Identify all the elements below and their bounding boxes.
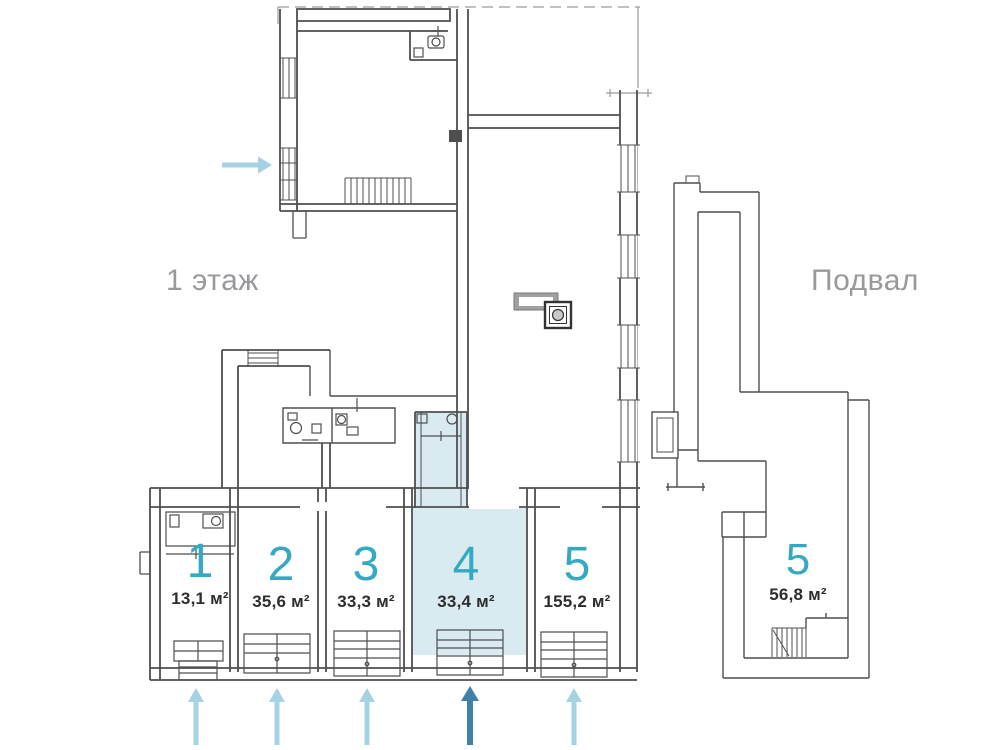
room-5-label: 5 155,2 м²	[543, 541, 610, 612]
side-entrance-arrow-right	[222, 156, 272, 174]
room-5-number: 5	[563, 538, 591, 591]
staircase-basement	[771, 627, 807, 657]
basement-room-5-area: 56,8 м²	[769, 585, 827, 604]
basement-label: Подвал	[811, 264, 919, 297]
entrance-arrow-room-4-selected	[461, 686, 479, 745]
staircase-floor1	[344, 177, 412, 204]
boundary-lines	[277, 6, 652, 97]
entrance-arrow-room-2	[269, 688, 285, 745]
room-3-label: 3 33,3 м²	[337, 541, 394, 612]
room-1-area: 13,1 м²	[171, 589, 229, 608]
entrance-arrows-light	[188, 156, 582, 745]
basement-room-5-number: 5	[785, 535, 811, 584]
entrance-steps	[173, 629, 608, 681]
room-4-number: 4	[452, 538, 480, 591]
basement-room-5-label: 5 56,8 м²	[769, 538, 826, 605]
room-4-region-highlight	[412, 412, 527, 655]
room-2-number: 2	[267, 538, 295, 591]
plumbing-fixtures	[165, 26, 461, 559]
flue-block	[449, 130, 462, 142]
entrance-arrow-room-3	[359, 688, 375, 745]
entrance-arrow-room-5	[566, 688, 582, 745]
room-5-area: 155,2 м²	[543, 592, 611, 611]
room-4-label: 4 33,4 м²	[437, 541, 494, 612]
entrance-arrow-dark	[461, 686, 479, 745]
room-3-number: 3	[352, 538, 380, 591]
room-1-label: 1 13,1 м²	[171, 538, 228, 609]
entrance-arrow-room-1	[188, 688, 204, 745]
door-openings	[300, 486, 602, 511]
room-2-label: 2 35,6 м²	[252, 541, 309, 612]
floor-1-label: 1 этаж	[166, 264, 259, 297]
ventilation-shaft	[513, 292, 573, 330]
room-4-area: 33,4 м²	[437, 592, 495, 611]
walls-basement	[651, 175, 870, 679]
windows	[247, 57, 640, 463]
room-1-number: 1	[186, 535, 214, 588]
room-3-area: 33,3 м²	[337, 592, 395, 611]
room-2-area: 35,6 м²	[252, 592, 310, 611]
